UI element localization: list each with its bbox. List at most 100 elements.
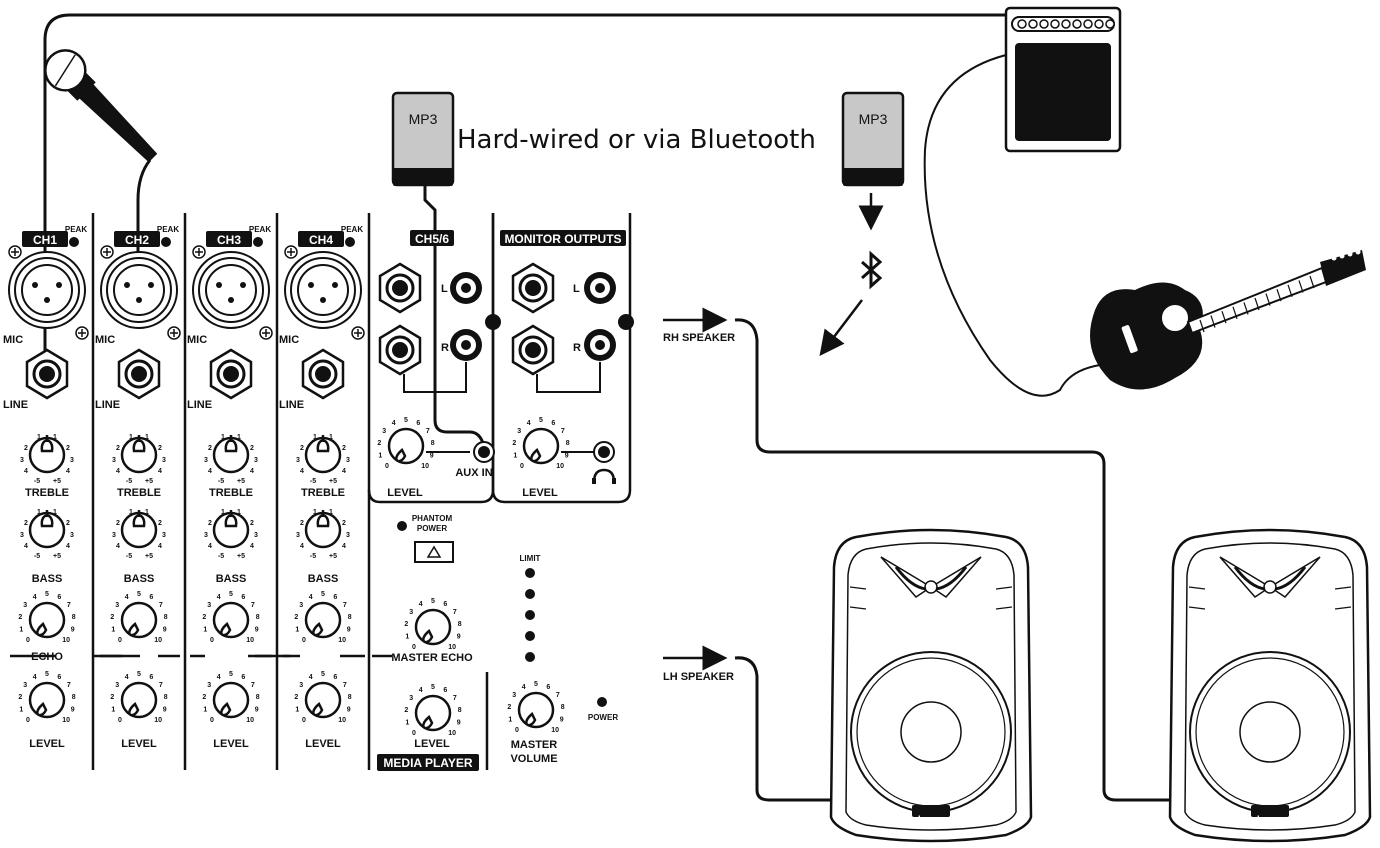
line-label: LINE — [187, 399, 212, 411]
level-scale-tick: 8 — [348, 694, 352, 701]
channel-level-knob[interactable] — [304, 681, 342, 719]
monitor-jack-bottom[interactable] — [511, 324, 555, 376]
bass-knob[interactable] — [304, 508, 342, 549]
monitor-rca-right[interactable] — [584, 329, 616, 361]
ch56-level-scale-tick: 0 — [385, 463, 389, 470]
treble-knob[interactable] — [212, 433, 250, 474]
treble-label: TREBLE — [25, 487, 69, 499]
treble-knob[interactable] — [28, 433, 66, 474]
media-level-scale-tick: 8 — [458, 707, 462, 714]
mic-label: MIC — [95, 334, 115, 346]
aux-in-jack[interactable] — [478, 446, 490, 458]
ch56-jack-bottom[interactable] — [378, 324, 422, 376]
level-scale-tick: 5 — [321, 671, 325, 678]
echo-scale-tick: 4 — [125, 594, 129, 601]
ch56-label-l: L — [441, 283, 448, 295]
treble-knob[interactable] — [304, 433, 342, 474]
echo-knob[interactable] — [212, 601, 250, 639]
monitor-level-knob[interactable] — [522, 427, 560, 465]
bass-scale-tick: 4 — [342, 543, 346, 550]
echo-scale-tick: 1 — [19, 626, 23, 633]
lh-speaker-label: LH SPEAKER — [663, 671, 734, 683]
master-echo-knob[interactable] — [414, 608, 452, 646]
treble-scale-tick: 4 — [300, 468, 304, 475]
treble-scale-tick: 1 — [237, 434, 241, 441]
media-level-scale-tick: 4 — [419, 687, 423, 694]
master-volume-label-1: MASTER — [511, 739, 558, 751]
ch56-level-scale-tick: 9 — [430, 452, 434, 459]
bass-scale-tick: +5 — [53, 553, 61, 560]
bass-scale-tick: 2 — [158, 520, 162, 527]
xlr-input-jack[interactable] — [8, 251, 86, 329]
ch56-jack-top[interactable] — [378, 262, 422, 314]
echo-knob[interactable] — [304, 601, 342, 639]
echo-scale-tick: 3 — [299, 602, 303, 609]
channel-badge: CH1 — [33, 233, 57, 247]
treble-scale-tick: 3 — [296, 457, 300, 464]
echo-knob[interactable] — [120, 601, 158, 639]
bass-knob[interactable] — [120, 508, 158, 549]
level-scale-tick: 7 — [159, 682, 163, 689]
bass-label: BASS — [32, 573, 63, 585]
echo-scale-tick: 8 — [164, 614, 168, 621]
xlr-input-jack[interactable] — [192, 251, 270, 329]
amp-to-ch1-cable — [43, 13, 1010, 360]
line-input-jack[interactable] — [25, 348, 69, 400]
phantom-power-button[interactable] — [414, 541, 454, 563]
echo-scale-tick: 8 — [256, 614, 260, 621]
ch56-rca-left[interactable] — [450, 272, 482, 304]
ch56-led — [485, 314, 501, 330]
echo-scale-tick: 9 — [71, 626, 75, 633]
master-volume-label-2: VOLUME — [510, 753, 557, 765]
level-scale-tick: 2 — [18, 694, 22, 701]
media-level-scale-tick: 1 — [405, 719, 409, 726]
channel-level-knob[interactable] — [120, 681, 158, 719]
media-level-knob[interactable] — [414, 694, 452, 732]
master-volume-knob[interactable] — [517, 691, 555, 729]
treble-scale-tick: 1 — [221, 434, 225, 441]
monitor-level-scale-tick: 0 — [520, 463, 524, 470]
media-level-scale-tick: 3 — [409, 695, 413, 702]
bluetooth-diag-arrow — [819, 299, 863, 356]
level-scale-tick: 9 — [255, 706, 259, 713]
ch56-level-knob[interactable] — [387, 427, 425, 465]
treble-label: TREBLE — [301, 487, 345, 499]
mp3-label-bluetooth: MP3 — [859, 111, 888, 127]
amp-knob-icon — [1061, 19, 1071, 29]
line-input-jack[interactable] — [301, 348, 345, 400]
treble-scale-tick: 2 — [250, 445, 254, 452]
treble-scale-tick: 1 — [313, 434, 317, 441]
bass-knob[interactable] — [212, 508, 250, 549]
echo-scale-tick: 5 — [45, 591, 49, 598]
channel-level-knob[interactable] — [28, 681, 66, 719]
monitor-led — [618, 314, 634, 330]
bass-label: BASS — [308, 573, 339, 585]
monitor-rca-left[interactable] — [584, 272, 616, 304]
echo-scale-tick: 2 — [294, 614, 298, 621]
treble-knob[interactable] — [120, 433, 158, 474]
ch56-rca-right[interactable] — [450, 329, 482, 361]
xlr-input-jack[interactable] — [284, 251, 362, 329]
channel-level-knob[interactable] — [212, 681, 250, 719]
master-echo-scale-tick: 10 — [448, 644, 456, 651]
headphone-jack[interactable] — [598, 446, 610, 458]
echo-scale-tick: 1 — [203, 626, 207, 633]
bass-scale-tick: 2 — [250, 520, 254, 527]
treble-scale-tick: -5 — [310, 478, 316, 485]
bass-knob[interactable] — [28, 508, 66, 549]
treble-scale-tick: 2 — [66, 445, 70, 452]
treble-scale-tick: 1 — [329, 434, 333, 441]
line-input-jack[interactable] — [117, 348, 161, 400]
line-input-jack[interactable] — [209, 348, 253, 400]
master-volume-scale-tick: 1 — [508, 716, 512, 723]
echo-scale-tick: 2 — [18, 614, 22, 621]
monitor-jack-top[interactable] — [511, 262, 555, 314]
bass-scale-tick: +5 — [237, 553, 245, 560]
xlr-input-jack[interactable] — [100, 251, 178, 329]
echo-knob[interactable] — [28, 601, 66, 639]
echo-scale-tick: 0 — [302, 637, 306, 644]
level-scale-tick: 4 — [125, 674, 129, 681]
